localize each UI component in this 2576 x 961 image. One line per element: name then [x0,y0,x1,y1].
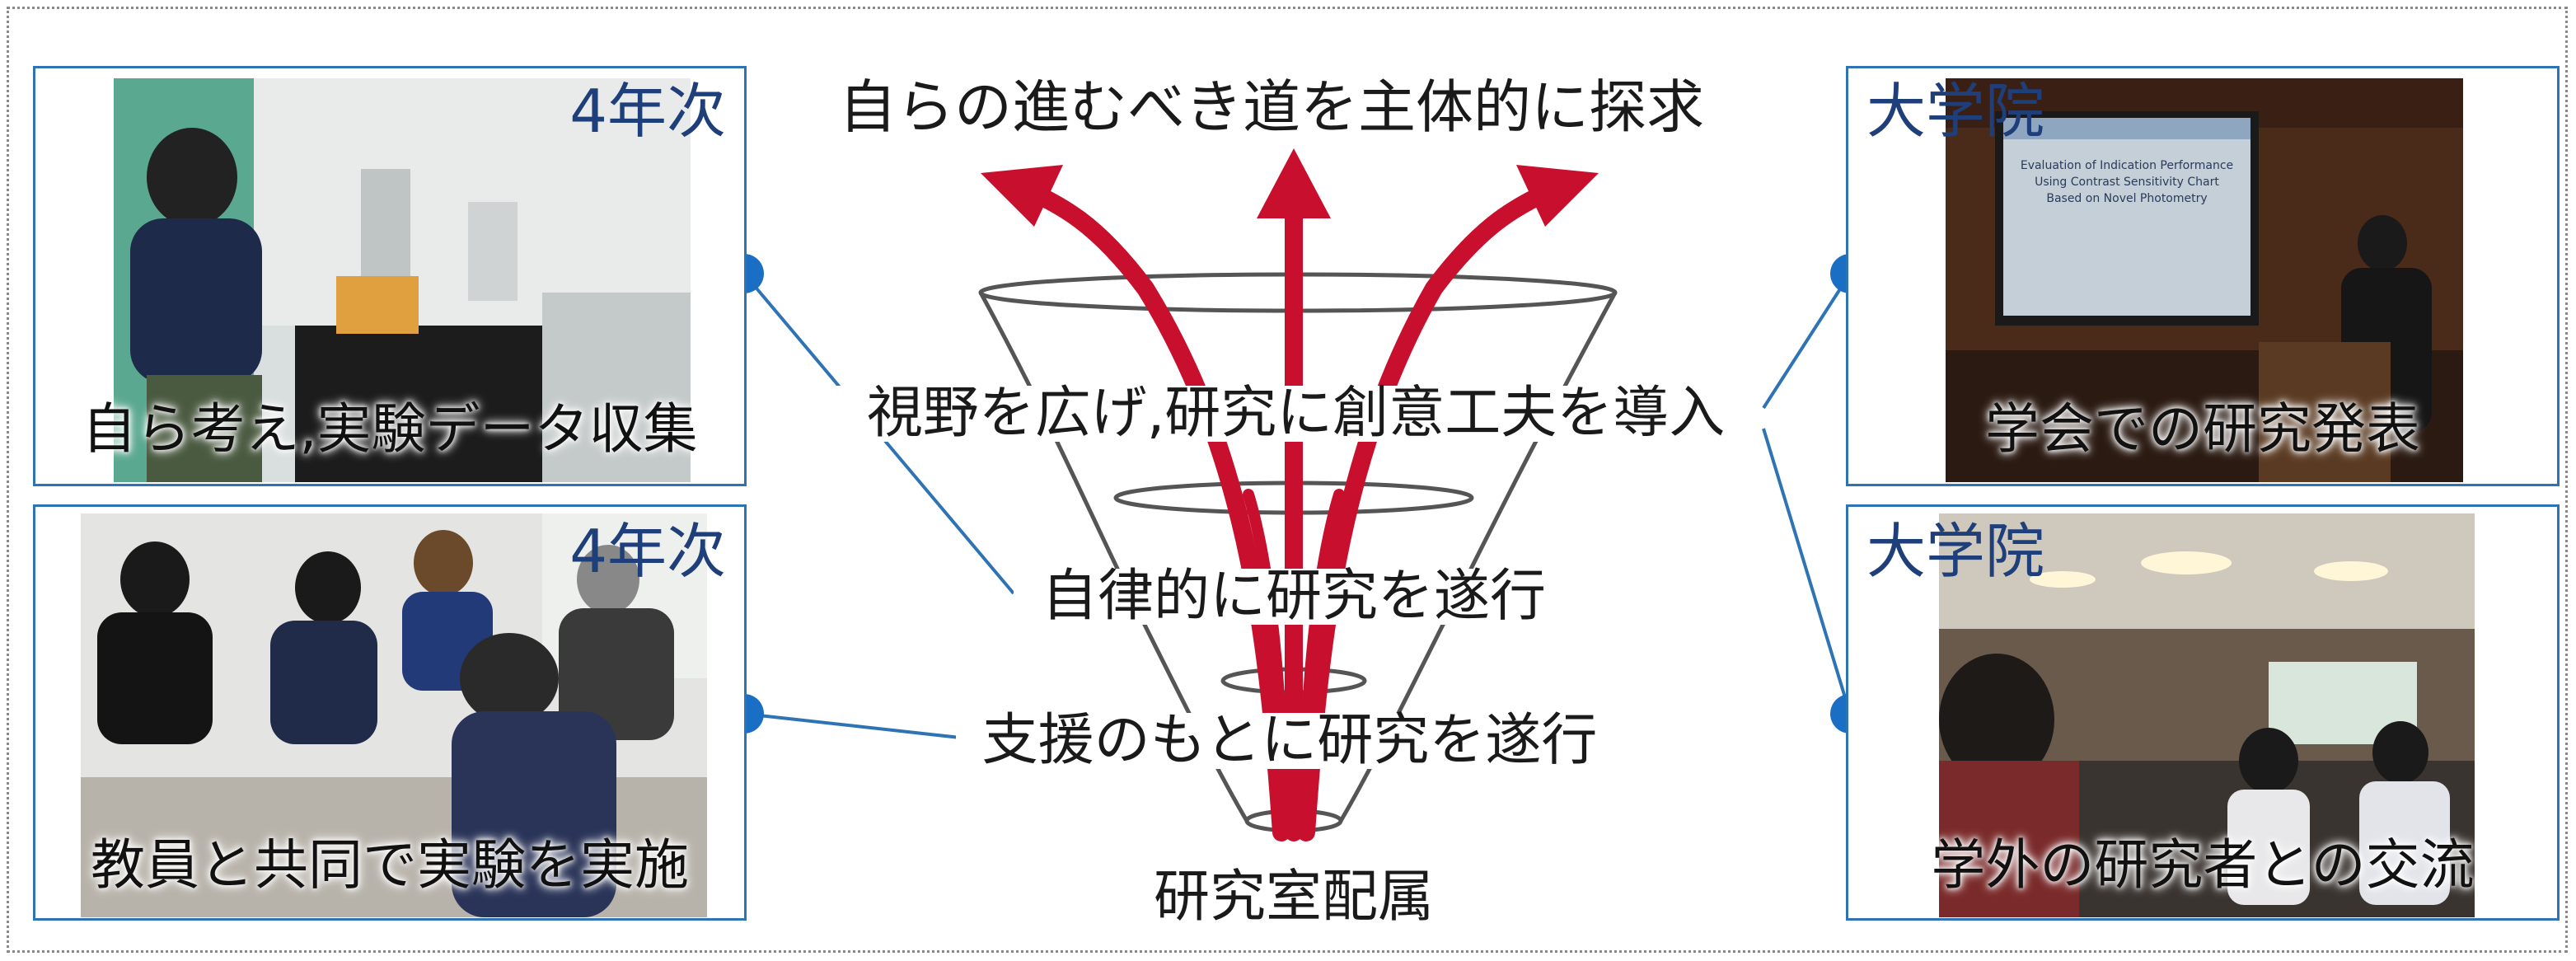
panel-caption: 学会での研究発表 [1985,397,2420,461]
program-tag: 大学院 [1866,77,2045,146]
arrowhead-left [981,165,1063,227]
photo-student-experiment [114,78,691,482]
panel-caption: 自ら考え,実験データ収集 [82,397,698,461]
panel-bottom-right: 大学院 学外の研究者との交流 [1846,504,2560,921]
photo-researcher-exchange [1939,513,2475,917]
arrowhead-right [1516,165,1599,227]
panel-bottom-left: 4年次 教員と共同で実験を実施 [33,504,747,921]
stage-label-broaden: 視野を広げ,研究に創意工夫を導入 [832,386,1759,442]
stage-label-supported: 支援のもとに研究を遂行 [956,713,1623,769]
panel-caption: 学外の研究者との交流 [1931,833,2475,897]
connector-bl [743,712,961,739]
arrow-heads [981,148,1599,227]
panel-top-right: Evaluation of Indication Performance Usi… [1846,66,2560,486]
goal-title: 自らの進むべき道を主体的に探求 [839,73,1704,141]
arrow-mid-left [1243,489,1291,838]
program-tag: 大学院 [1866,517,2045,586]
year-tag: 4年次 [569,77,726,146]
panel-caption: 教員と共同で実験を実施 [91,833,689,897]
connectors [742,272,1852,739]
arrowhead-center [1257,148,1331,218]
photo-conference-presentation: Evaluation of Indication Performance Usi… [1946,78,2463,482]
stage-label-assignment: 研究室配属 [1137,870,1450,926]
panel-top-left: 4年次 自ら考え,実験データ収集 [33,66,747,486]
slide-line-1: Evaluation of Indication Performance [2021,159,2233,172]
photo-joint-experiment [81,513,707,917]
connector-tr [1762,272,1852,410]
outer-frame [7,7,2568,953]
slide-line-2: Using Contrast Sensitivity Chart [2035,176,2219,189]
slide-line-3: Based on Novel Photometry [2046,192,2207,205]
connector-br [1762,428,1852,715]
stage-label-autonomous: 自律的に研究を遂行 [1014,569,1574,625]
arrow-mid-right [1296,489,1345,838]
year-tag: 4年次 [569,517,726,586]
